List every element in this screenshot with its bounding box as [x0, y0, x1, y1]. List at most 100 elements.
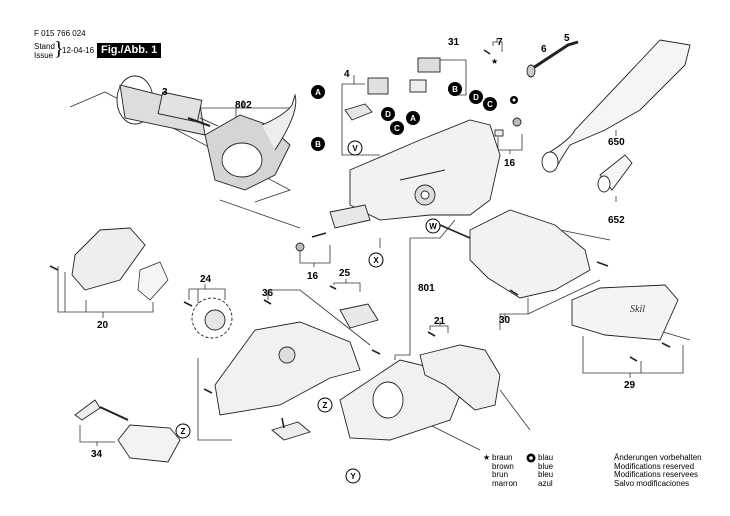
modification-notes: Änderungen vorbehalten Modifications res…	[614, 454, 702, 488]
callout-c: C	[483, 97, 497, 111]
svg-text:C: C	[394, 124, 400, 133]
brown-wire-marker: ★	[491, 57, 498, 66]
blue-symbol-icon	[526, 453, 536, 463]
field-coil-part	[187, 93, 297, 191]
star-symbol: ★	[483, 453, 491, 462]
svg-text:A: A	[410, 114, 416, 123]
clip-part	[339, 303, 379, 329]
brand-logo: Skil	[630, 304, 645, 315]
legend-brown: braun brown brun marron	[492, 454, 517, 488]
part-labels: 3 802 4 31 7 6 5 650 652 16 16 20 24 25 …	[91, 33, 636, 460]
callout-x: X	[368, 252, 384, 268]
part-label: 6	[541, 44, 547, 55]
part-label: 20	[97, 320, 109, 331]
callout-c: C	[390, 121, 404, 135]
part-label: 5	[564, 33, 570, 44]
part-label: 16	[307, 271, 319, 282]
issue-date: 12-04-16	[62, 46, 95, 55]
brush-holder-part	[417, 57, 441, 73]
part-label: 29	[624, 380, 636, 391]
callout-v: V	[347, 140, 363, 156]
svg-text:X: X	[373, 256, 379, 265]
part-label: 21	[434, 316, 446, 327]
svg-text:W: W	[429, 222, 437, 231]
legend-blue: blau blue bleu azul	[538, 454, 553, 488]
parallel-guide-part	[117, 424, 181, 463]
switch-lever-part	[344, 103, 373, 121]
callout-d: D	[381, 107, 395, 121]
switch-part	[367, 77, 389, 95]
pulley-part	[191, 297, 233, 339]
callout-z: Z	[317, 397, 333, 413]
callout-z: Z	[175, 423, 191, 439]
part-label: 16	[504, 158, 516, 169]
pulley-guard-part	[71, 227, 146, 291]
legend-brown-de: braun	[492, 453, 513, 462]
brush-part	[494, 129, 504, 137]
legend-blue-en: blue	[538, 461, 554, 471]
issue-label: Issue	[34, 51, 54, 60]
side-cover-part	[571, 284, 679, 341]
svg-text:B: B	[315, 140, 321, 149]
part-label: 7	[497, 37, 503, 48]
legend-blue-de: blau	[538, 453, 554, 462]
svg-text:Z: Z	[181, 427, 186, 436]
rating-plate-part	[271, 421, 311, 441]
belt-cover-part	[469, 209, 591, 299]
brace-symbol: }	[54, 38, 64, 60]
stand-issue-label: Stand Issue	[34, 42, 55, 60]
svg-text:D: D	[385, 110, 391, 119]
figure-badge: Fig./Abb. 1	[97, 43, 162, 58]
connector-callouts-outlined: V W X Z Z Y	[175, 140, 441, 484]
svg-text:D: D	[473, 93, 479, 102]
part-label: 36	[262, 288, 274, 299]
callout-b: B	[311, 137, 325, 151]
legend-brown-fr: brun	[492, 470, 509, 479]
part-label: 31	[448, 37, 460, 48]
note-de: Änderungen vorbehalten	[614, 453, 702, 462]
callout-d: D	[469, 90, 483, 104]
svg-text:Z: Z	[323, 401, 328, 410]
note-fr: Modifications reservees	[614, 470, 699, 479]
legend-brown-en: brown	[492, 461, 514, 471]
part-label: 34	[91, 449, 103, 460]
part-label: 25	[339, 268, 351, 279]
part-label: 802	[235, 100, 252, 111]
main-housing-part	[329, 119, 501, 229]
handle-housing-part	[419, 344, 501, 411]
part-label: 3	[162, 87, 168, 98]
svg-text:Y: Y	[350, 472, 356, 481]
callout-b: B	[448, 82, 462, 96]
legend-brown-es: marron	[492, 478, 518, 488]
legend-blue-fr: bleu	[538, 470, 554, 479]
connector-callouts-filled: A B A D C B D C	[311, 82, 497, 151]
note-es: Salvo modificaciones	[614, 478, 690, 488]
nut-part	[512, 117, 522, 127]
callout-y: Y	[345, 468, 361, 484]
svg-text:V: V	[352, 144, 358, 153]
part-label: 650	[608, 137, 625, 148]
part-number: F 015 766 024	[34, 29, 86, 38]
part-label: 30	[499, 315, 511, 326]
motor-housing-part	[214, 321, 361, 416]
knob-part	[74, 399, 101, 421]
capacitor-part	[409, 79, 427, 93]
part-label: 24	[200, 274, 212, 285]
legend-blue-es: azul	[538, 478, 553, 488]
power-cable-part	[529, 40, 579, 72]
svg-text:C: C	[487, 100, 493, 109]
part-label: 801	[418, 283, 435, 294]
svg-text:B: B	[452, 85, 458, 94]
nut-part	[295, 242, 305, 252]
part-label: 652	[608, 215, 625, 226]
svg-text:A: A	[315, 88, 321, 97]
note-en: Modifications reserved	[614, 461, 695, 471]
part-label: 4	[344, 69, 350, 80]
parts: Skil	[49, 39, 691, 463]
armature-part	[116, 75, 219, 136]
dust-bag-part	[544, 39, 691, 171]
screws	[49, 49, 671, 429]
callout-w: W	[425, 218, 441, 234]
callout-a: A	[311, 85, 325, 99]
